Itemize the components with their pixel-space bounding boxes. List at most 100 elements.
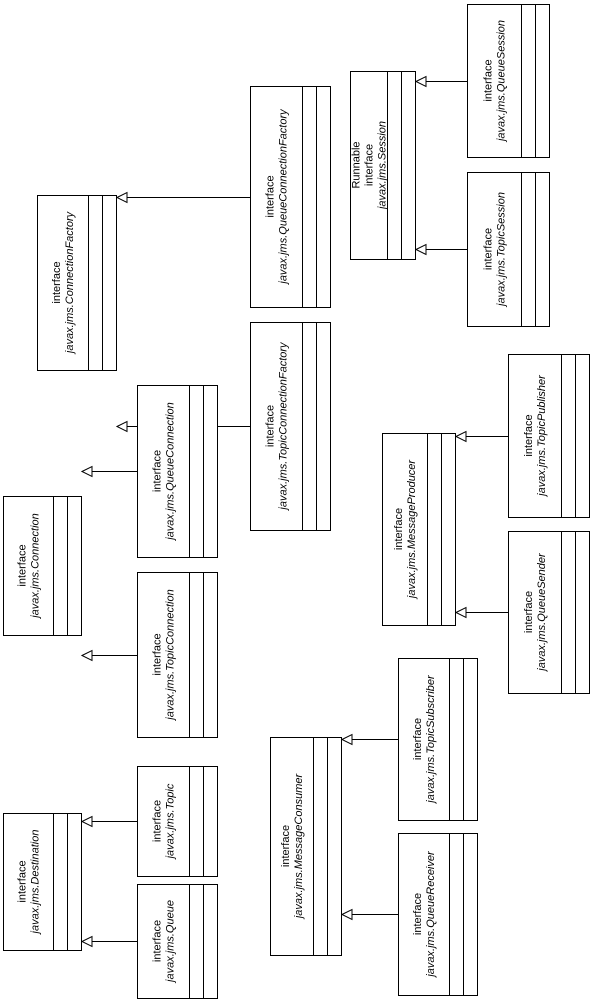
class-name: javax.jms.Queue bbox=[165, 900, 177, 984]
generalization-topic bbox=[80, 815, 137, 828]
generalization-arrowhead bbox=[115, 420, 128, 433]
class-box-outline bbox=[137, 884, 218, 999]
class-box-outline bbox=[37, 195, 117, 371]
class-stereotype: interface bbox=[364, 144, 376, 186]
class-stereotype: interface bbox=[265, 175, 277, 217]
class-stereotype: interface bbox=[152, 920, 164, 962]
class-stereotype: interface bbox=[523, 414, 535, 456]
class-stereotype: interface bbox=[17, 860, 29, 902]
generalization-topic-publisher bbox=[454, 430, 508, 443]
generalization-arrowhead bbox=[80, 465, 93, 478]
class-name: javax.jms.TopicConnectionFactory bbox=[278, 341, 290, 512]
class-box-outline bbox=[508, 531, 590, 694]
class-name: javax.jms.QueueReceiver bbox=[425, 850, 437, 979]
class-stereotype: interface bbox=[51, 261, 63, 303]
class-stereotype: interface bbox=[412, 718, 424, 760]
generalization-topic-connection bbox=[80, 649, 137, 662]
generalization-topic-session bbox=[414, 243, 467, 256]
generalization-arrowhead bbox=[340, 733, 353, 746]
class-box-outline bbox=[467, 172, 550, 327]
class-name: javax.jms.Destination bbox=[30, 830, 42, 936]
class-name: javax.jms.QueueSession bbox=[496, 20, 508, 143]
class-name: javax.jms.TopicPublisher bbox=[536, 374, 548, 498]
class-box-outline bbox=[508, 354, 590, 518]
class-box-outline bbox=[137, 385, 218, 558]
generalization-queue-session bbox=[414, 75, 467, 88]
class-stereotype: interface bbox=[152, 450, 164, 492]
class-name: javax.jms.Session bbox=[377, 121, 389, 211]
class-box-outline bbox=[398, 833, 478, 996]
class-box-outline bbox=[250, 322, 331, 531]
generalization-topic-subscriber bbox=[340, 733, 398, 746]
generalization-queue-receiver bbox=[340, 908, 398, 921]
class-box-outline bbox=[137, 572, 218, 738]
class-stereotype: interface bbox=[17, 544, 29, 586]
class-box-outline bbox=[270, 737, 342, 956]
generalization-arrowhead bbox=[80, 935, 93, 948]
class-stereotype: interface bbox=[280, 825, 292, 867]
class-stereotype: interface bbox=[152, 800, 164, 842]
class-box-outline bbox=[398, 658, 478, 821]
generalization-arrowhead bbox=[80, 649, 93, 662]
class-stereotype: interface bbox=[393, 508, 405, 550]
class-box-outline bbox=[3, 813, 82, 951]
class-name: javax.jms.QueueConnection bbox=[165, 402, 177, 542]
class-name: javax.jms.MessageProducer bbox=[406, 459, 418, 601]
generalization-queue-sender bbox=[454, 606, 508, 619]
class-name: javax.jms.TopicSubscriber bbox=[425, 674, 437, 805]
generalization-queue-connection-factory bbox=[115, 191, 250, 204]
class-box-outline bbox=[137, 766, 218, 877]
class-stereotype: interface bbox=[483, 228, 495, 270]
class-name: javax.jms.Connection bbox=[30, 513, 42, 620]
generalization-arrowhead bbox=[340, 908, 353, 921]
class-stereotype: interface bbox=[412, 893, 424, 935]
class-box-outline bbox=[350, 71, 416, 260]
class-stereotype: interface bbox=[265, 405, 277, 447]
class-box-outline bbox=[382, 433, 456, 626]
class-stereotype: interface bbox=[523, 591, 535, 633]
class-name: javax.jms.TopicSession bbox=[496, 192, 508, 308]
class-name: javax.jms.ConnectionFactory bbox=[64, 210, 76, 355]
class-box-outline bbox=[250, 86, 331, 308]
generalization-queue-connection bbox=[80, 465, 137, 478]
generalization-arrowhead bbox=[414, 75, 427, 88]
generalization-queue bbox=[80, 935, 137, 948]
generalization-arrowhead bbox=[454, 430, 467, 443]
class-stereotype: interface bbox=[483, 59, 495, 101]
class-name: javax.jms.TopicConnection bbox=[165, 589, 177, 721]
generalization-edges bbox=[80, 75, 508, 948]
class-name: javax.jms.QueueConnectionFactory bbox=[278, 108, 290, 286]
class-name: javax.jms.MessageConsumer bbox=[293, 773, 305, 921]
class-stereotype: interface bbox=[152, 633, 164, 675]
